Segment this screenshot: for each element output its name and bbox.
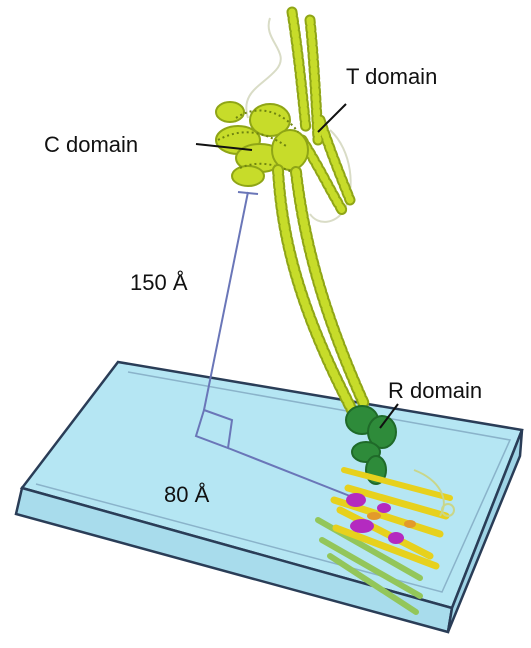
c-domain-blob-6 [216,102,244,122]
c-domain-blob-4 [272,130,308,170]
coil-loop [246,18,280,118]
distance-80-label: 80 Å [164,482,210,507]
c-domain-label: C domain [44,132,138,157]
guide-top-line [238,192,258,194]
c-domain-blob-5 [232,166,264,186]
purple-accent-3 [388,532,404,544]
long-helix-highlights [278,170,364,410]
orange-accent-2 [404,520,416,528]
purple-accent-4 [377,503,391,513]
distance-150-label: 150 Å [130,270,188,295]
t-domain-label: T domain [346,64,437,89]
purple-accent-1 [346,493,366,507]
purple-accent-2 [350,519,374,533]
r-domain-label: R domain [388,378,482,403]
guide-150-line [204,192,248,410]
orange-accent-1 [367,512,381,520]
